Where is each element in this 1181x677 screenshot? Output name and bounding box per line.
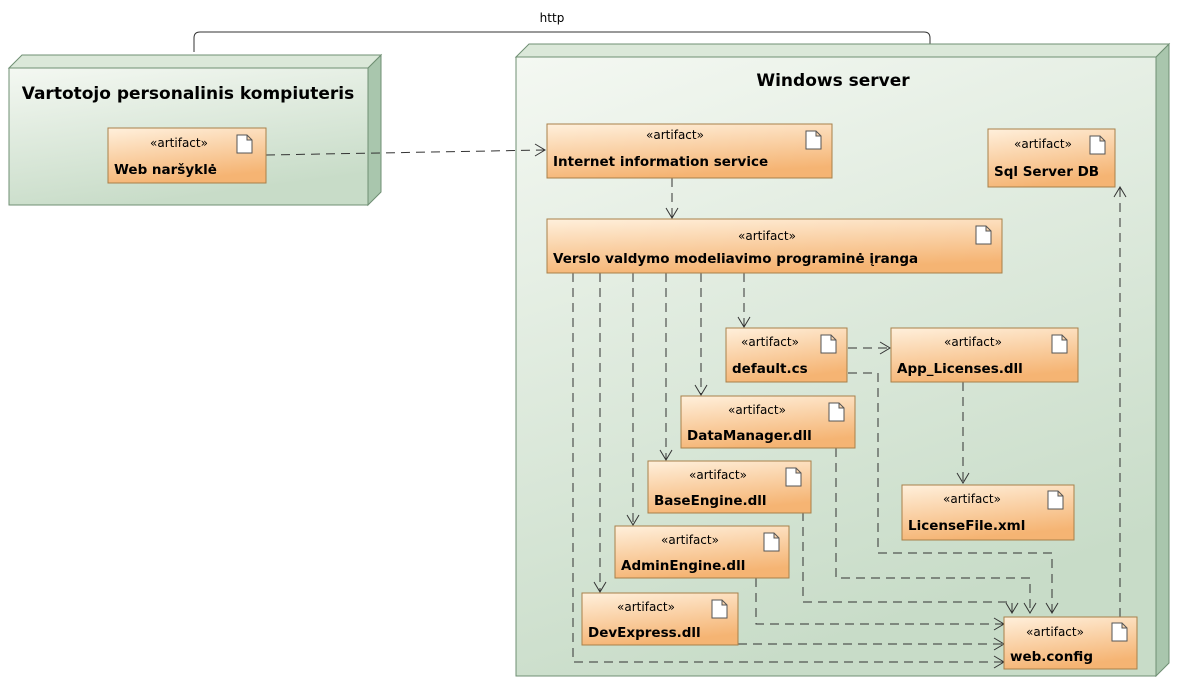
artifact-stereotype: «artifact» — [150, 136, 208, 150]
document-icon — [975, 225, 992, 245]
artifact-devexpress[interactable]: «artifact» DevExpress.dll — [581, 592, 739, 646]
document-icon — [711, 599, 728, 619]
document-icon — [820, 334, 837, 354]
artifact-baseengine[interactable]: «artifact» BaseEngine.dll — [647, 460, 812, 514]
artifact-stereotype: «artifact» — [689, 468, 747, 482]
artifact-name: default.cs — [732, 361, 808, 377]
document-icon — [1111, 622, 1128, 642]
document-icon — [1051, 334, 1068, 354]
artifact-web-config[interactable]: «artifact» web.config — [1003, 616, 1138, 670]
artifact-stereotype: «artifact» — [943, 492, 1001, 506]
document-icon — [763, 532, 780, 552]
artifact-app[interactable]: «artifact» Verslo valdymo modeliavimo pr… — [546, 218, 1003, 274]
document-icon — [805, 130, 822, 150]
server-node-title: Windows server — [756, 71, 910, 91]
artifact-name: web.config — [1010, 649, 1093, 665]
document-icon — [236, 134, 253, 154]
artifact-name: AdminEngine.dll — [621, 558, 745, 574]
document-icon — [1047, 490, 1064, 510]
artifact-stereotype: «artifact» — [1026, 625, 1084, 639]
artifact-name: Internet information service — [553, 154, 768, 170]
artifact-name: LicenseFile.xml — [908, 518, 1025, 534]
artifact-web-browser[interactable]: «artifact» Web naršyklė — [107, 127, 267, 184]
client-node-title: Vartotojo personalinis kompiuteris — [22, 84, 355, 104]
artifact-stereotype: «artifact» — [728, 403, 786, 417]
artifact-name: Sql Server DB — [994, 164, 1099, 180]
dependency-lines — [265, 149, 1121, 663]
arrowheads — [534, 143, 1127, 669]
http-connection — [193, 31, 931, 52]
document-icon — [785, 467, 802, 487]
artifact-datamanager[interactable]: «artifact» DataManager.dll — [680, 395, 856, 449]
document-icon — [828, 402, 845, 422]
artifact-stereotype: «artifact» — [1014, 137, 1072, 151]
artifact-app-licenses[interactable]: «artifact» App_Licenses.dll — [890, 327, 1079, 383]
document-icon — [1089, 135, 1106, 155]
artifact-stereotype: «artifact» — [944, 335, 1002, 349]
artifact-adminengine[interactable]: «artifact» AdminEngine.dll — [614, 525, 790, 579]
artifact-name: DataManager.dll — [687, 428, 812, 444]
artifact-sql-server-db[interactable]: «artifact» Sql Server DB — [987, 128, 1116, 188]
artifact-name: App_Licenses.dll — [897, 361, 1023, 377]
artifact-iis[interactable]: «artifact» Internet information service — [546, 123, 833, 179]
artifact-stereotype: «artifact» — [738, 229, 796, 243]
artifact-stereotype: «artifact» — [646, 128, 704, 142]
artifact-licensefile[interactable]: «artifact» LicenseFile.xml — [901, 484, 1075, 541]
http-connection-label: http — [540, 11, 565, 25]
artifact-name: Verslo valdymo modeliavimo programinė įr… — [553, 251, 918, 267]
artifact-stereotype: «artifact» — [617, 600, 675, 614]
artifact-name: DevExpress.dll — [588, 625, 701, 641]
artifact-name: Web naršyklė — [114, 162, 217, 178]
artifact-stereotype: «artifact» — [661, 533, 719, 547]
artifact-default-cs[interactable]: «artifact» default.cs — [725, 327, 848, 383]
artifact-stereotype: «artifact» — [741, 335, 799, 349]
artifact-name: BaseEngine.dll — [654, 493, 767, 509]
